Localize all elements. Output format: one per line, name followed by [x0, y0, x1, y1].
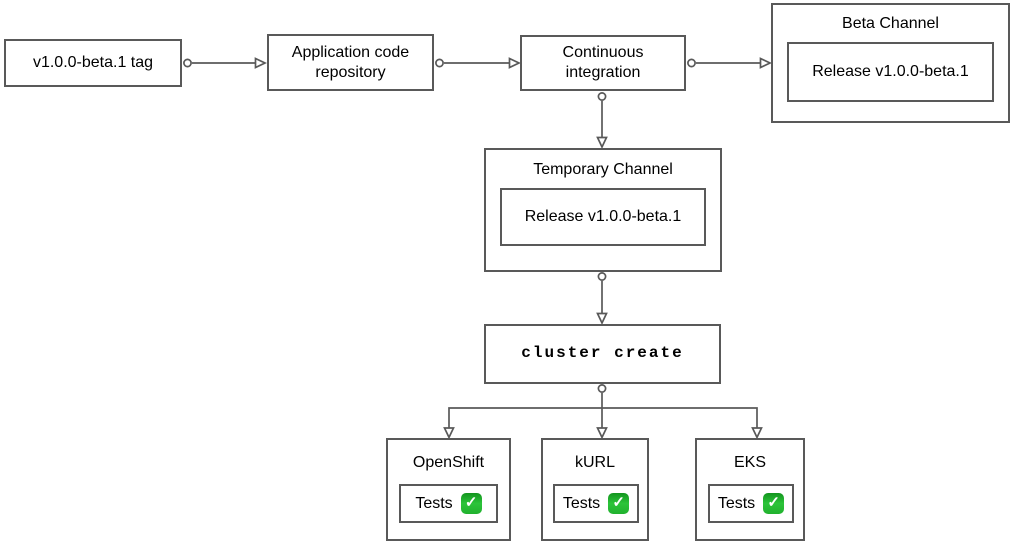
- openshift-title: OpenShift: [412, 453, 485, 471]
- continuous-integration-label: Continuous integration: [562, 44, 644, 81]
- temp-release-label: Release v1.0.0-beta.1: [524, 208, 682, 226]
- app-repo-label: Application code repository: [291, 43, 410, 81]
- kurl-tests-label: Tests: [562, 494, 601, 512]
- connector-ci-to-beta: [687, 57, 772, 69]
- eks-tests-label: Tests: [717, 494, 756, 512]
- beta-channel-title: Beta Channel: [842, 15, 939, 32]
- group-eks: EKS Tests ✓: [695, 438, 805, 541]
- group-openshift: OpenShift Tests ✓: [386, 438, 511, 541]
- group-beta-channel: Beta Channel Release v1.0.0-beta.1: [771, 3, 1010, 123]
- connector-tag-to-repo: [183, 57, 267, 69]
- group-kurl: kURL Tests ✓: [541, 438, 649, 541]
- eks-title: EKS: [733, 453, 766, 471]
- connector-temp-to-cluster-create: [596, 272, 608, 325]
- openshift-tests-label: Tests: [415, 494, 453, 512]
- connector-repo-to-ci: [435, 57, 521, 69]
- node-version-tag: v1.0.0-beta.1 tag: [4, 39, 182, 87]
- node-beta-release: Release v1.0.0-beta.1: [787, 42, 994, 102]
- node-eks-tests: Tests ✓: [708, 484, 794, 523]
- group-temporary-channel: Temporary Channel Release v1.0.0-beta.1: [484, 148, 722, 272]
- node-continuous-integration: Continuous integration: [520, 35, 686, 91]
- temporary-channel-title: Temporary Channel: [533, 161, 673, 178]
- cluster-create-label: cluster create: [521, 344, 684, 363]
- connector-cluster-create-branch: [443, 384, 763, 440]
- node-kurl-tests: Tests ✓: [553, 484, 639, 523]
- kurl-title: kURL: [574, 453, 615, 471]
- check-icon: ✓: [763, 493, 785, 514]
- beta-release-label: Release v1.0.0-beta.1: [812, 63, 969, 81]
- node-openshift-tests: Tests ✓: [399, 484, 498, 523]
- node-temp-release: Release v1.0.0-beta.1: [500, 188, 706, 246]
- check-icon: ✓: [460, 493, 482, 514]
- check-icon: ✓: [608, 493, 630, 514]
- node-cluster-create: cluster create: [484, 324, 721, 384]
- node-app-repo: Application code repository: [267, 34, 434, 91]
- connector-ci-to-temp: [596, 92, 608, 149]
- version-tag-label: v1.0.0-beta.1 tag: [32, 54, 154, 72]
